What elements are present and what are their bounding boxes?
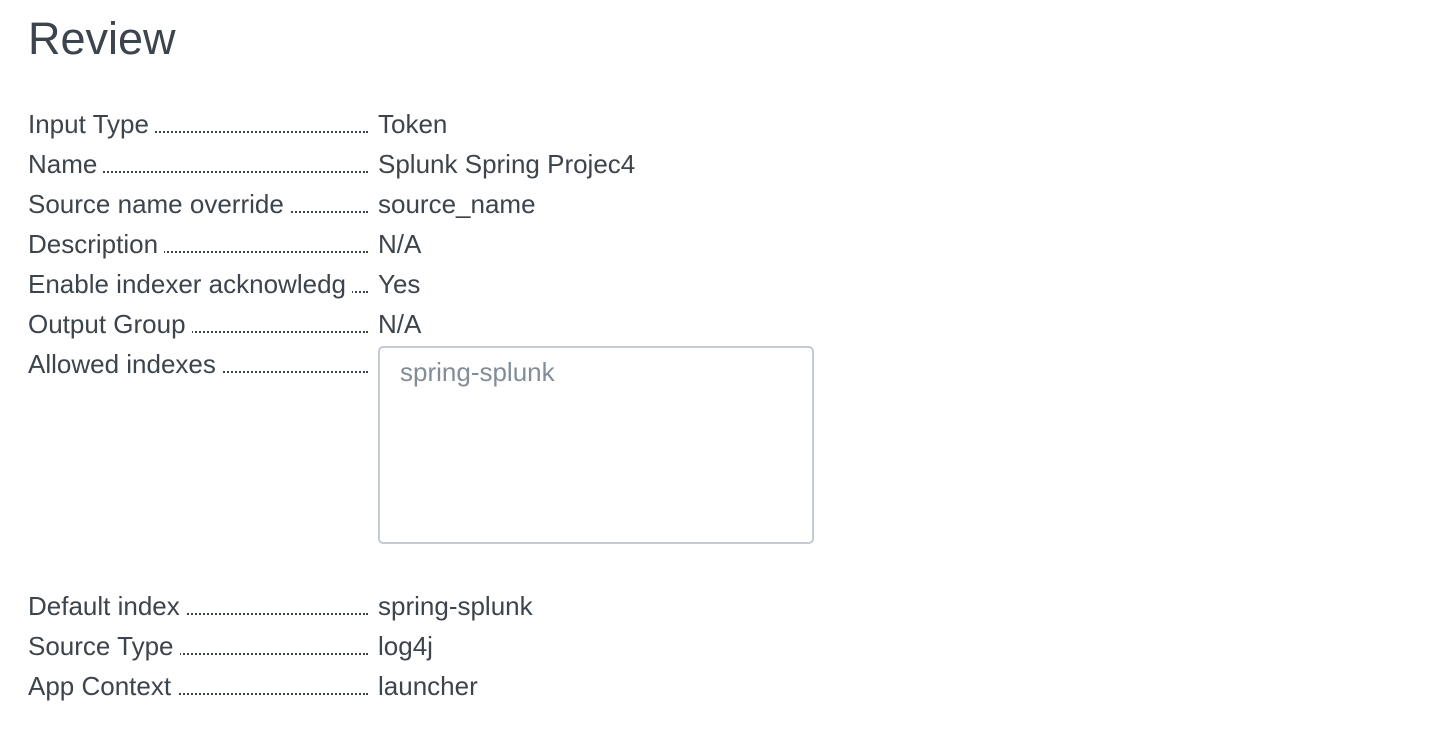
review-label: Default index xyxy=(28,586,368,626)
input-type-value: Token xyxy=(378,109,448,139)
source-name-override-label: Source name override xyxy=(28,189,290,219)
dot-leader xyxy=(28,171,368,173)
source-type-label: Source Type xyxy=(28,631,180,661)
output-group-value: N/A xyxy=(378,309,422,339)
review-label: Name xyxy=(28,144,368,184)
dot-leader xyxy=(28,251,368,253)
allowed-indexes-list[interactable]: spring-splunk xyxy=(378,346,814,544)
name-label: Name xyxy=(28,149,104,179)
name-value: Splunk Spring Projec4 xyxy=(378,149,636,179)
indexer-ack-value: Yes xyxy=(378,269,421,299)
review-row-app-context: App Context launcher xyxy=(28,666,1028,706)
review-label: Source Type xyxy=(28,626,368,666)
app-context-value: launcher xyxy=(378,671,478,701)
source-name-override-value: source_name xyxy=(378,189,536,219)
review-row-input-type: Input Type Token xyxy=(28,104,1028,144)
review-row-source-type: Source Type log4j xyxy=(28,626,1028,666)
review-label: Source name override xyxy=(28,184,368,224)
source-type-value: log4j xyxy=(378,631,433,661)
review-label: Output Group xyxy=(28,304,368,344)
review-label: Enable indexer acknowledg xyxy=(28,264,368,304)
review-row-source-name-override: Source name override source_name xyxy=(28,184,1028,224)
description-value: N/A xyxy=(378,229,422,259)
review-label: Allowed indexes xyxy=(28,344,368,384)
dot-leader xyxy=(28,653,368,655)
output-group-label: Output Group xyxy=(28,309,192,339)
review-list: Input Type Token Name Splunk Spring Proj… xyxy=(28,104,1028,706)
review-row-name: Name Splunk Spring Projec4 xyxy=(28,144,1028,184)
review-row-allowed-indexes: Allowed indexes spring-splunk xyxy=(28,344,1028,586)
review-row-description: Description N/A xyxy=(28,224,1028,264)
default-index-label: Default index xyxy=(28,591,186,621)
review-label: App Context xyxy=(28,666,368,706)
app-context-label: App Context xyxy=(28,671,178,701)
dot-leader xyxy=(28,693,368,695)
dot-leader xyxy=(28,613,368,615)
description-label: Description xyxy=(28,229,165,259)
review-row-output-group: Output Group N/A xyxy=(28,304,1028,344)
default-index-value: spring-splunk xyxy=(378,591,533,621)
allowed-index-item: spring-splunk xyxy=(400,357,555,387)
review-label: Input Type xyxy=(28,104,368,144)
review-row-indexer-ack: Enable indexer acknowledg Yes xyxy=(28,264,1028,304)
indexer-ack-label: Enable indexer acknowledg xyxy=(28,269,352,299)
allowed-indexes-label: Allowed indexes xyxy=(28,349,222,379)
input-type-label: Input Type xyxy=(28,109,155,139)
review-label: Description xyxy=(28,224,368,264)
dot-leader xyxy=(28,131,368,133)
review-row-default-index: Default index spring-splunk xyxy=(28,586,1028,626)
page-title: Review xyxy=(28,13,176,64)
dot-leader xyxy=(28,331,368,333)
